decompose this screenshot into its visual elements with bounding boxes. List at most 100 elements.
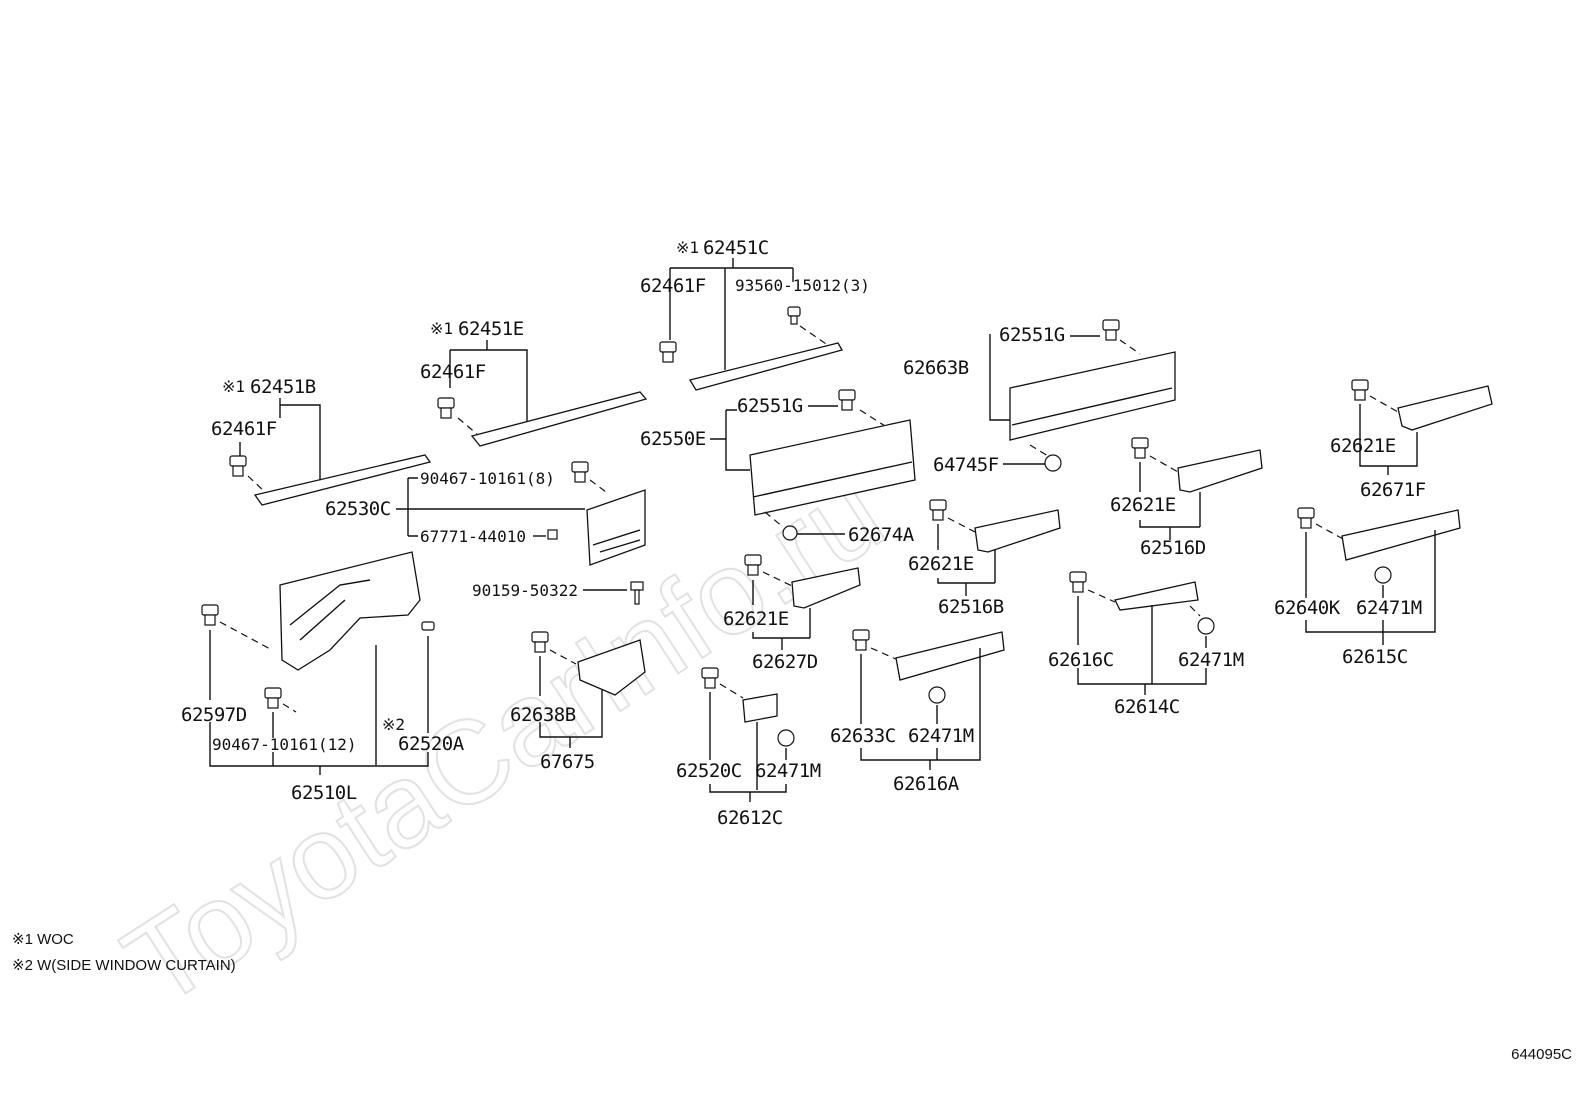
part-group-62451E: ※1 62451E 62461F <box>420 318 648 447</box>
label-62671F[interactable]: 62671F <box>1360 479 1426 501</box>
label-62530C[interactable]: 62530C <box>325 498 391 520</box>
footnote-2: ※2 W(SIDE WINDOW CURTAIN) <box>12 957 236 974</box>
label-62674A[interactable]: 62674A <box>848 524 915 546</box>
label-62451B[interactable]: 62451B <box>250 376 316 398</box>
label-62471M-c[interactable]: 62471M <box>908 725 974 747</box>
pad-62627D <box>791 567 861 609</box>
diagram-reference: 644095C <box>1511 1046 1572 1063</box>
label-93560[interactable]: 93560-15012(3) <box>735 276 870 295</box>
part-group-62550E: 62551G 62550E 62674A <box>640 389 916 546</box>
label-62663B[interactable]: 62663B <box>903 357 969 379</box>
panel-62530C <box>586 489 646 566</box>
part-group-62516B: 62621E 62516B <box>908 499 1061 618</box>
label-62621E-b[interactable]: 62621E <box>1110 494 1176 516</box>
label-62633C[interactable]: 62633C <box>830 725 896 747</box>
molding-62451E <box>470 391 648 447</box>
molding-62451B <box>253 454 432 506</box>
label-62516B[interactable]: 62516B <box>938 596 1004 618</box>
label-62471M-a[interactable]: 62471M <box>1356 597 1422 619</box>
retainer-icon <box>547 529 558 540</box>
label-62638B[interactable]: 62638B <box>510 704 576 726</box>
panel-62663B <box>1009 351 1176 441</box>
part-group-62616A: 62633C 62471M 62616A <box>830 629 1005 795</box>
panel-62510L <box>279 551 421 671</box>
bracket-67675 <box>577 639 646 696</box>
grommet-icon <box>928 686 946 704</box>
molding-62451C <box>688 342 843 391</box>
label-62615C[interactable]: 62615C <box>1342 646 1408 668</box>
bracket-62612C <box>742 693 778 723</box>
grommet-icon <box>777 729 795 747</box>
clip-icon <box>1351 379 1369 401</box>
label-90467-12[interactable]: 90467-10161(12) <box>212 735 357 754</box>
label-62520C[interactable]: 62520C <box>676 760 742 782</box>
clip-icon <box>929 499 947 521</box>
clip-icon <box>852 629 870 651</box>
label-62550E[interactable]: 62550E <box>640 428 706 450</box>
part-group-62510L: 62597D ※2 62520A 90467-10161(12) 62510L <box>181 551 465 804</box>
clip-icon <box>229 455 247 477</box>
clip-icon <box>571 461 589 483</box>
label-62461F-b[interactable]: 62461F <box>420 361 486 383</box>
pad-62615C <box>1341 509 1461 561</box>
label-62471M-b[interactable]: 62471M <box>1178 649 1244 671</box>
label-62551G-b[interactable]: 62551G <box>737 395 803 417</box>
grommet-icon <box>1374 566 1392 584</box>
label-62627D[interactable]: 62627D <box>752 651 818 673</box>
clip-icon <box>744 554 762 576</box>
clip-icon <box>659 341 677 363</box>
pad-62671F <box>1397 385 1493 431</box>
clip-icon <box>201 604 219 626</box>
label-90467-8[interactable]: 90467-10161(8) <box>420 469 555 488</box>
clip-icon <box>1131 437 1149 459</box>
label-62520A[interactable]: 62520A <box>398 733 465 755</box>
part-group-62615C: 62640K 62471M 62615C <box>1274 507 1461 668</box>
screw-icon <box>787 306 801 325</box>
label-62621E-c[interactable]: 62621E <box>908 553 974 575</box>
part-group-62516D: 62621E 62516D <box>1110 437 1263 559</box>
label-62640K[interactable]: 62640K <box>1274 597 1341 619</box>
pad-62516D <box>1177 449 1263 493</box>
part-group-67675: 62638B 67675 <box>510 631 646 773</box>
footnote-1: ※1 WOC <box>12 931 74 948</box>
label-62551G-a[interactable]: 62551G <box>999 324 1065 346</box>
clip-icon <box>701 667 719 689</box>
clip-icon <box>1069 571 1087 593</box>
note-mark-1c: ※1 <box>676 238 699 257</box>
label-90159[interactable]: 90159-50322 <box>472 581 578 600</box>
clip-icon <box>1102 319 1120 341</box>
part-group-62671F: 62621E 62671F <box>1330 379 1493 501</box>
label-62510L[interactable]: 62510L <box>291 782 357 804</box>
panel-62550E <box>749 419 916 516</box>
grommet-icon <box>1044 454 1062 472</box>
part-group-62614C: 62616C 62471M 62614C <box>1048 571 1244 718</box>
label-62451E[interactable]: 62451E <box>458 318 524 340</box>
label-62461F-c[interactable]: 62461F <box>640 275 706 297</box>
part-group-62663B: 62663B 62551G 64745F <box>903 319 1176 476</box>
part-group-62451C: ※1 62451C 62461F 93560-15012(3) <box>640 237 870 391</box>
part-group-62530C: 90467-10161(8) 62530C 67771-44010 90159-… <box>325 461 646 605</box>
part-group-62627D: 62621E 62627D <box>723 554 861 673</box>
pad-62614C <box>1114 581 1199 611</box>
label-62461F[interactable]: 62461F <box>211 418 277 440</box>
label-62614C[interactable]: 62614C <box>1114 696 1180 718</box>
label-62621E-a[interactable]: 62621E <box>1330 435 1396 457</box>
bolt-icon <box>630 581 644 605</box>
label-67771[interactable]: 67771-44010 <box>420 527 526 546</box>
clip-icon <box>838 389 856 411</box>
label-62616C[interactable]: 62616C <box>1048 649 1114 671</box>
note-mark-2: ※2 <box>382 715 405 734</box>
label-67675[interactable]: 67675 <box>540 751 595 773</box>
pad-62516B <box>974 509 1061 553</box>
label-62471M-d[interactable]: 62471M <box>755 760 821 782</box>
label-64745F[interactable]: 64745F <box>933 454 999 476</box>
clip-icon <box>1297 507 1315 529</box>
clip-icon <box>531 631 549 653</box>
label-62621E-d[interactable]: 62621E <box>723 608 789 630</box>
label-62612C[interactable]: 62612C <box>717 807 783 829</box>
label-62597D[interactable]: 62597D <box>181 704 247 726</box>
label-62616A[interactable]: 62616A <box>893 773 960 795</box>
label-62516D[interactable]: 62516D <box>1140 537 1206 559</box>
label-62451C[interactable]: 62451C <box>703 237 769 259</box>
